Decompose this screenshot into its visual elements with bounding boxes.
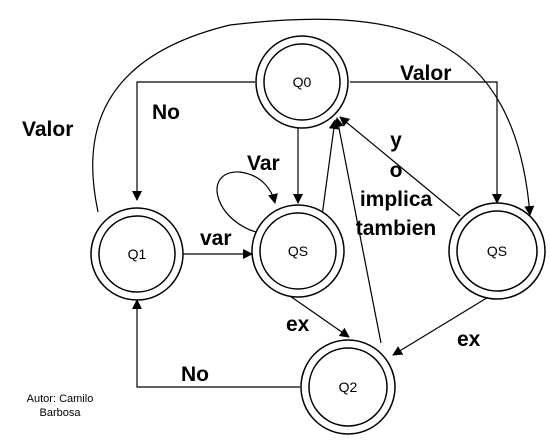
edge-label-implica: implica (360, 188, 433, 211)
state-qs-right (448, 202, 546, 300)
author-line-1: Autor: Camilo (27, 393, 94, 405)
edge-qsright-q2 (392, 295, 491, 356)
edge-label-tambien: tambien (356, 217, 437, 240)
edge-label-valor-left: Valor (22, 118, 73, 141)
edge-q2-q1 (132, 299, 300, 388)
edge-label-var-q1: var (200, 227, 232, 250)
state-label-q0: Q0 (293, 74, 312, 90)
edge-label-no-top: No (152, 101, 180, 124)
state-q2 (300, 339, 396, 435)
state-label-q1: Q1 (128, 246, 147, 262)
author-line-2: Barbosa (40, 407, 82, 419)
state-qs-center (251, 204, 345, 298)
edge-label-ex-center: ex (286, 313, 310, 336)
edge-q1-qsright-curve (92, 18, 535, 216)
state-label-qs-center: QS (288, 243, 308, 259)
edge-qs-selfloop (216, 171, 278, 235)
edge-qscenter-q0 (321, 119, 339, 217)
edge-label-valor-right: Valor (400, 62, 451, 85)
state-label-q2: Q2 (339, 379, 358, 395)
edge-qsright-q0 (339, 116, 461, 217)
edge-q2-q0 (333, 117, 382, 344)
edge-label-o: o (390, 159, 403, 182)
edge-q0-qsright (350, 81, 502, 204)
edge-label-ex-right: ex (457, 328, 481, 351)
state-q0 (255, 35, 349, 129)
edge-qscenter-q2 (289, 295, 350, 338)
state-q1 (90, 207, 184, 301)
edge-label-no-bottom: No (181, 363, 209, 386)
edge-q0-q1 (132, 81, 255, 201)
state-label-qs-right: QS (487, 243, 507, 259)
edge-label-var-loop: Var (247, 152, 280, 175)
edge-label-y: y (390, 129, 402, 152)
